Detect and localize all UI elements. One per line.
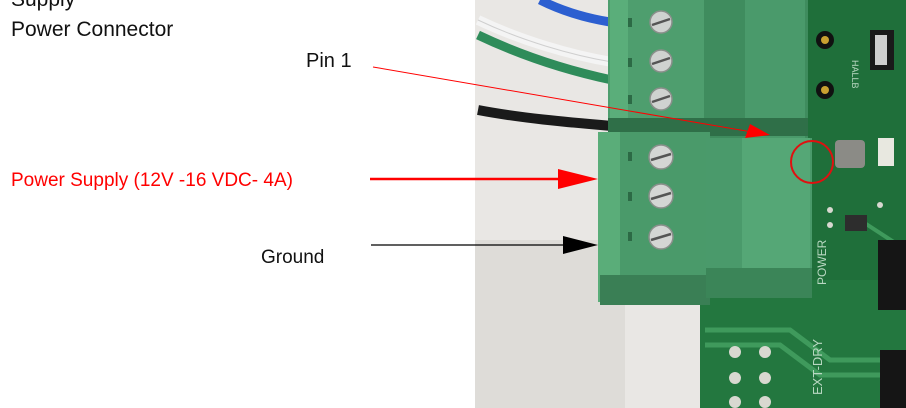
pin1-label: Pin 1 <box>306 50 352 72</box>
highlight-circle-icon <box>790 140 834 184</box>
figure-title: Power Connector <box>11 18 174 41</box>
screw-terminal-icon <box>649 10 673 111</box>
power-supply-label: Power Supply (12V -16 VDC- 4A) <box>11 170 293 191</box>
ground-arrow <box>371 236 598 254</box>
screw-terminal-icon <box>648 144 674 250</box>
silkscreen-ext-dry: EXT-DRY <box>810 339 825 395</box>
pin1-arrow <box>372 66 770 138</box>
top-partial-caption: Supply <box>11 0 75 12</box>
power-supply-arrow <box>370 169 598 189</box>
upper-terminal-block <box>608 0 808 140</box>
terminal-slot-marks <box>628 18 632 241</box>
wires <box>475 0 613 131</box>
silkscreen-power: POWER <box>815 239 829 285</box>
ground-label: Ground <box>261 247 325 268</box>
silkscreen-hallb: HALLB <box>850 60 860 89</box>
top-partial-caption-clip: Supply <box>0 0 906 12</box>
